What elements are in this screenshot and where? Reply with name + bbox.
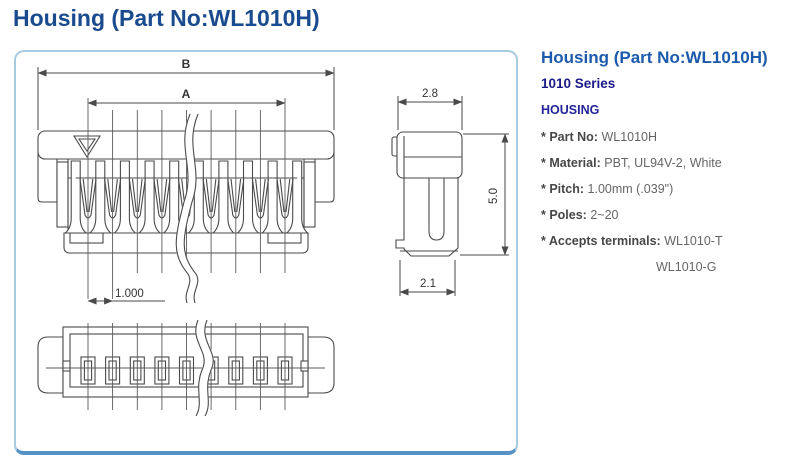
spec-part-no: * Part No: WL1010H xyxy=(541,130,658,144)
spec-poles: * Poles: 2~20 xyxy=(541,208,619,222)
spec-accepts-terminals: * Accepts terminals: WL1010-T xyxy=(541,234,723,248)
spec-accepts-terminals-2: WL1010-G xyxy=(656,260,717,274)
drawing-panel xyxy=(14,50,518,455)
spec-pitch: * Pitch: 1.00mm (.039") xyxy=(541,182,674,196)
page-title: Housing (Part No:WL1010H) xyxy=(13,5,320,31)
info-title: Housing (Part No:WL1010H) xyxy=(541,48,768,67)
section-heading: HOUSING xyxy=(541,103,600,117)
series-label: 1010 Series xyxy=(541,76,616,91)
spec-material: * Material: PBT, UL94V-2, White xyxy=(541,156,722,170)
